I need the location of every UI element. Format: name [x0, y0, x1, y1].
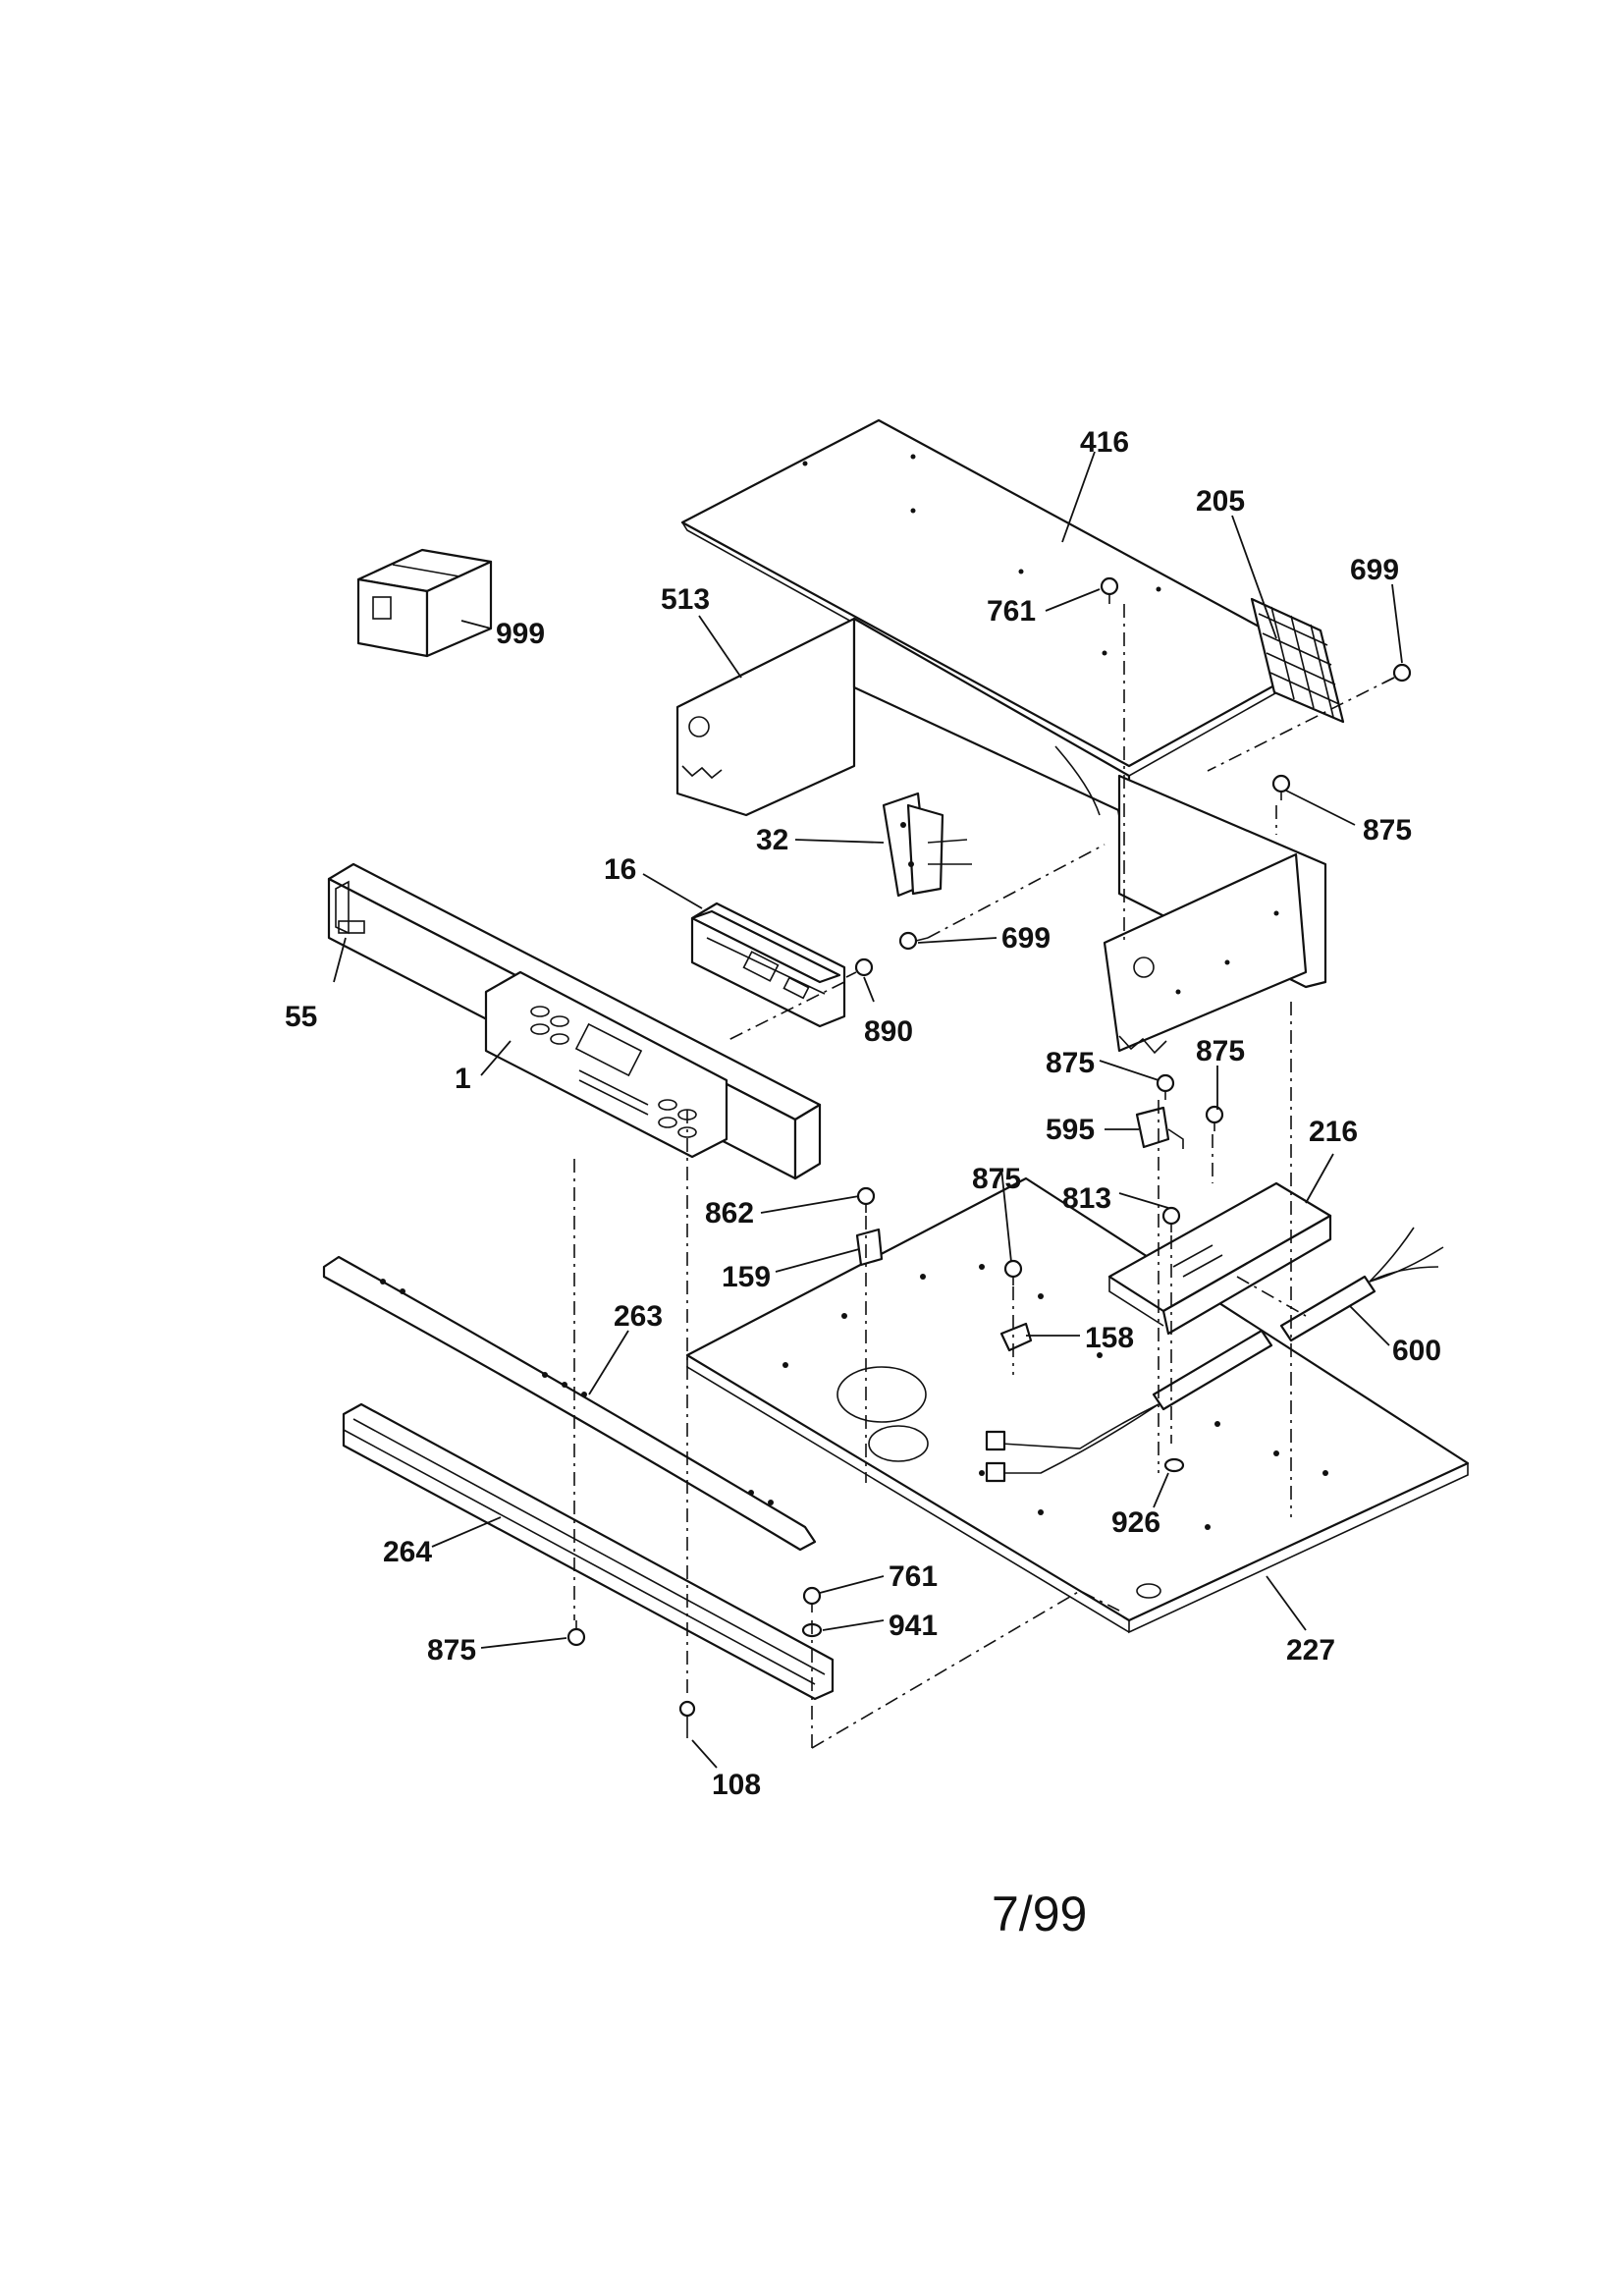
callout-595: 595 — [1046, 1114, 1095, 1146]
callout-699-top: 699 — [1350, 554, 1399, 586]
screw-890-icon — [845, 957, 874, 978]
screw-108-icon — [678, 1700, 696, 1738]
callout-999: 999 — [496, 618, 545, 650]
part-159-clip — [855, 1228, 884, 1267]
part-263-trim — [322, 1255, 817, 1552]
assembly-lines — [573, 604, 1395, 1749]
callout-55: 55 — [285, 1001, 317, 1033]
callout-941: 941 — [889, 1610, 938, 1642]
callout-875-top-right: 875 — [1363, 814, 1412, 847]
callout-875-mid-left: 875 — [1046, 1047, 1095, 1079]
part-595-bracket — [1135, 1106, 1184, 1149]
callout-926: 926 — [1111, 1506, 1160, 1539]
part-227-base-plate — [685, 1176, 1470, 1634]
callout-875-bottom: 875 — [427, 1634, 476, 1667]
screw-761-top-icon — [1100, 576, 1119, 604]
callout-216: 216 — [1309, 1116, 1358, 1148]
callout-862: 862 — [705, 1197, 754, 1230]
callout-416: 416 — [1080, 426, 1129, 459]
callout-263: 263 — [614, 1300, 663, 1333]
callout-513: 513 — [661, 583, 710, 616]
part-600-harness — [985, 1227, 1444, 1483]
part-32-switch — [882, 792, 972, 898]
screw-875-top-right-icon — [1271, 774, 1291, 800]
callout-108: 108 — [712, 1769, 761, 1801]
callout-159: 159 — [722, 1261, 771, 1293]
part-16-control-board — [690, 902, 846, 1028]
part-216-wire-cover — [1107, 1181, 1332, 1336]
screw-862-icon — [856, 1186, 876, 1213]
callout-32: 32 — [756, 824, 788, 856]
screw-699-mid-icon — [898, 931, 929, 951]
callout-600: 600 — [1392, 1335, 1441, 1367]
callout-890: 890 — [864, 1015, 913, 1048]
screw-813-icon — [1161, 1206, 1181, 1232]
callout-699-mid: 699 — [1001, 922, 1051, 955]
callout-761-bottom: 761 — [889, 1560, 938, 1593]
part-205-mesh — [1250, 597, 1345, 724]
screw-875-base-icon — [1003, 1259, 1023, 1285]
callout-158: 158 — [1085, 1322, 1134, 1354]
leader-lines — [333, 451, 1403, 1769]
callout-1: 1 — [455, 1063, 471, 1095]
callout-labels: 416 205 699 513 761 999 875 32 16 699 55… — [285, 426, 1441, 1801]
callout-875-base: 875 — [972, 1163, 1021, 1195]
screw-761-bottom-icon — [802, 1586, 822, 1613]
callout-16: 16 — [604, 853, 636, 886]
part-999-box — [356, 548, 493, 658]
callout-205: 205 — [1196, 485, 1245, 518]
screw-875-mid-right-icon — [1205, 1105, 1224, 1131]
screw-875-mid-left-icon — [1156, 1073, 1175, 1100]
callout-227: 227 — [1286, 1634, 1335, 1667]
part-right-side-panel — [1103, 774, 1327, 1055]
part-926-grommet — [1163, 1457, 1185, 1473]
callout-761-top: 761 — [987, 595, 1036, 628]
part-264-channel — [342, 1402, 835, 1701]
part-158-clip — [999, 1322, 1033, 1352]
callout-264: 264 — [383, 1536, 432, 1568]
callout-813: 813 — [1062, 1182, 1111, 1215]
screw-875-bottom-icon — [566, 1620, 586, 1647]
page-date: 7/99 — [992, 1886, 1088, 1941]
callout-875-mid-right: 875 — [1196, 1035, 1245, 1067]
